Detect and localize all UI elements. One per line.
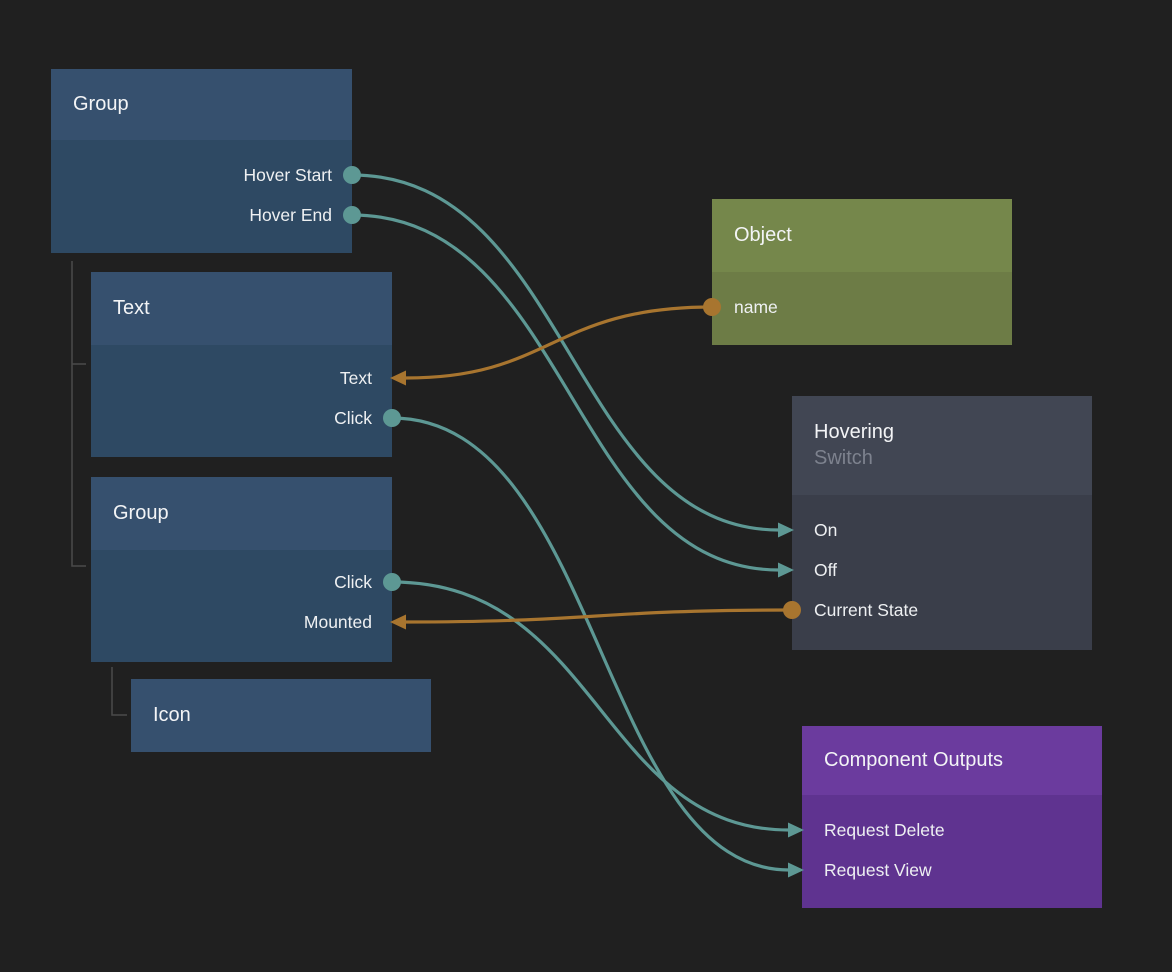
node-title: Object [734,224,792,246]
port-label: Text [339,367,372,388]
port-component-request-delete[interactable]: Request Delete [802,815,1102,845]
port-hovering-current-state[interactable]: Current State [792,595,1092,625]
hierarchy-line-group2-children [111,667,127,716]
node-component-outputs-body [802,795,1102,908]
port-label: Current State [814,599,919,620]
node-title: Group [73,93,129,115]
wire-name-to-text[interactable] [404,305,714,380]
node-text-1-header: Text [91,272,392,345]
node-group-1-header: Group [51,69,352,140]
node-text-1[interactable]: Text Text Click [91,272,392,457]
node-title: Text [113,297,150,319]
wire-group-click-to-request-delete[interactable] [390,580,791,832]
port-group2-click[interactable]: Click [91,567,392,597]
node-group-1-body [51,140,352,253]
port-label: Click [334,571,372,592]
node-title: Icon [153,704,191,726]
port-component-request-view[interactable]: Request View [802,855,1102,885]
wire-text-click-to-request-view[interactable] [390,416,791,872]
port-label: Mounted [303,611,372,632]
arrowhead-group2-mounted[interactable] [390,614,406,630]
node-object-1[interactable]: Object name [712,199,1012,345]
node-object-1-header: Object [712,199,1012,272]
node-component-outputs-header: Component Outputs [802,726,1102,795]
node-hovering-switch[interactable]: Hovering Switch On Off Current State [792,396,1092,650]
node-group-2-header: Group [91,477,392,550]
hierarchy-line-group1-children [71,261,86,567]
node-hovering-header: Hovering Switch [792,396,1092,495]
port-hovering-on[interactable]: On [792,515,1092,545]
node-component-outputs[interactable]: Component Outputs Request Delete Request… [802,726,1102,908]
wire-current-state-to-mounted[interactable] [404,608,794,624]
arrowhead-text-text[interactable] [390,370,406,386]
port-label: name [734,296,778,317]
port-object1-name[interactable]: name [712,292,1012,322]
port-label: Click [334,407,372,428]
port-group2-mounted[interactable]: Mounted [91,607,392,637]
node-group-2-body [91,550,392,662]
node-text-1-body [91,345,392,457]
node-hovering-body [792,495,1092,650]
node-group-1[interactable]: Group Hover Start Hover End [51,69,352,253]
node-group-2[interactable]: Group Click Mounted [91,477,392,662]
node-icon-1[interactable]: Icon [131,679,431,752]
port-text1-click[interactable]: Click [91,403,392,433]
port-label: Hover End [249,204,332,225]
node-title: Hovering [814,421,895,443]
port-label: Request Delete [824,819,945,840]
port-group1-hover-start[interactable]: Hover Start [51,160,352,190]
port-text1-text[interactable]: Text [91,363,392,393]
port-label: Off [814,559,838,580]
port-label: On [814,519,838,540]
node-title: Group [113,502,169,524]
port-label: Hover Start [243,164,333,185]
port-group1-hover-end[interactable]: Hover End [51,200,352,230]
node-icon-1-header: Icon [131,679,431,752]
node-subtitle: Switch [814,447,873,469]
port-label: Request View [824,859,932,880]
port-hovering-off[interactable]: Off [792,555,1092,585]
node-title: Component Outputs [824,749,1003,771]
